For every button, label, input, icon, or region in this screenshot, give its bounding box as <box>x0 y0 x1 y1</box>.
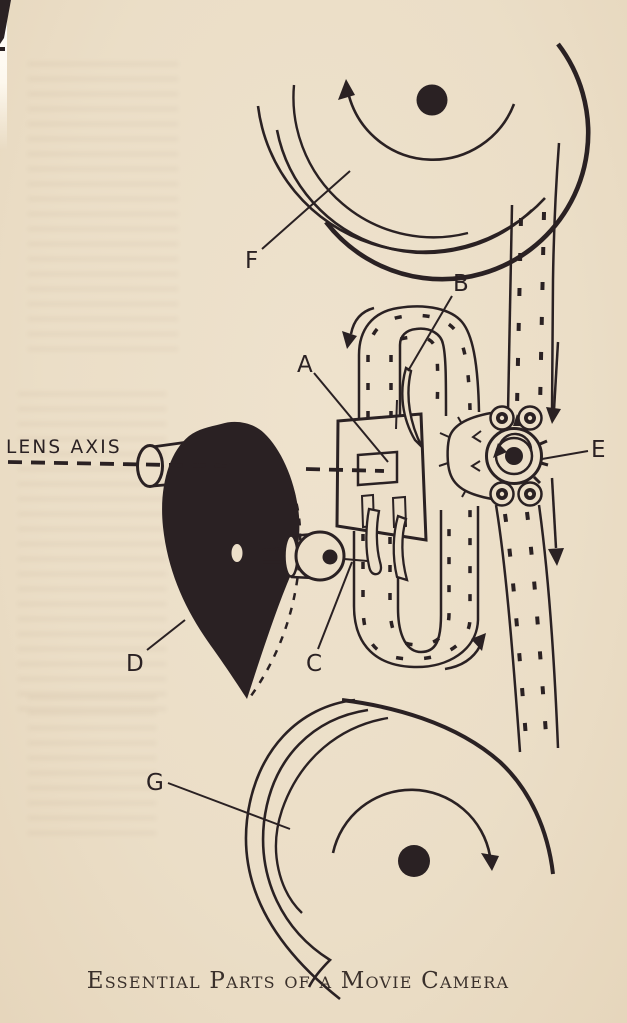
lens-axis-dashed-line <box>305 467 385 473</box>
film-perforations <box>515 217 523 408</box>
lens-axis-dashed-line <box>7 460 227 468</box>
roller-pin <box>527 415 533 421</box>
gate-claw-slot <box>391 495 408 529</box>
film-strip-feed <box>506 142 561 424</box>
film-direction-arrow-curved <box>349 306 375 335</box>
film-gate <box>335 412 428 542</box>
part-label-b: B <box>453 271 469 297</box>
sprocket-rotation-arrow <box>497 432 533 452</box>
label-line-d <box>146 619 186 651</box>
feed-reel-hub <box>416 84 448 116</box>
part-labels: A B C D E F G <box>126 170 606 830</box>
film-edge <box>537 504 560 749</box>
lens-axis: LENS AXIS <box>6 437 385 473</box>
feed-reel <box>256 42 591 282</box>
scan-corner-mark <box>0 0 11 44</box>
feed-reel-film-outer-arc <box>324 42 591 282</box>
part-label-c: C <box>306 651 322 677</box>
figure-caption: Essential Parts of a Movie Camera <box>87 968 509 994</box>
film-edge <box>550 142 561 414</box>
scan-edge-artifact <box>0 0 7 150</box>
part-label-f: F <box>245 248 258 274</box>
film-upper-loop <box>342 305 481 424</box>
claw-hook <box>401 366 424 448</box>
film-edge <box>494 504 522 753</box>
arrowhead <box>546 407 561 424</box>
part-label-e: E <box>591 437 606 463</box>
film-perforations <box>366 313 472 418</box>
shutter-dashed-outline <box>230 426 302 701</box>
gate-plate <box>335 412 428 542</box>
sprocket-hub <box>505 447 523 465</box>
claw-blade <box>365 507 383 576</box>
film-lower-loop <box>352 506 486 671</box>
sprocket-assembly <box>438 405 549 507</box>
arrowhead <box>548 548 564 566</box>
sprocket-tooth <box>461 489 467 498</box>
takeup-reel-arc <box>261 708 369 988</box>
takeup-reel-film-outer-arc <box>341 698 555 875</box>
feed-reel-arc <box>292 84 469 239</box>
cam-pin <box>322 549 338 565</box>
film-direction-arrow-curved <box>444 645 482 671</box>
cam-disc <box>294 530 346 582</box>
roller-pin <box>527 491 533 497</box>
sprocket-rotation-arrowhead <box>493 443 507 458</box>
takeup-reel-rotation-arrow <box>331 788 492 857</box>
sprocket-tooth <box>439 432 450 438</box>
film-edge <box>357 305 481 424</box>
shutter-hub-hole <box>231 544 243 562</box>
film-direction-arrow-down <box>552 341 560 411</box>
shutter-disc <box>162 421 302 701</box>
label-line-a <box>313 372 389 463</box>
part-label-g: G <box>146 770 164 796</box>
feed-reel-arc <box>275 129 533 255</box>
label-line-b <box>407 295 453 372</box>
takeup-reel-arc <box>244 698 356 1001</box>
roller-pin <box>499 491 505 497</box>
lens-axis-label: LENS AXIS <box>6 437 122 458</box>
film-edge <box>506 204 514 413</box>
roller-pin <box>499 415 505 421</box>
film-edge <box>396 510 443 654</box>
film-perforations <box>389 335 440 418</box>
film-perforations <box>388 512 451 647</box>
label-line-e <box>541 450 589 460</box>
film-strip-takeup <box>494 477 564 753</box>
label-line-f <box>261 170 351 250</box>
arrowhead <box>471 633 486 651</box>
label-line-c <box>317 561 353 650</box>
shutter-blade <box>162 421 300 699</box>
pressure-rollers <box>489 405 543 507</box>
feed-reel-arc <box>256 105 546 253</box>
sprocket-tooth <box>532 475 542 485</box>
takeup-reel <box>244 698 555 1001</box>
claw-mechanism <box>262 366 424 582</box>
arrowhead <box>342 331 357 349</box>
takeup-reel-hub <box>398 845 430 877</box>
label-line-g <box>167 782 291 830</box>
claw-hook-edge <box>395 399 398 430</box>
claw-blade <box>392 514 409 582</box>
film-direction-arrow-down <box>550 477 558 549</box>
part-label-a: A <box>297 352 313 378</box>
feed-reel-rotation-arrowhead <box>338 79 355 100</box>
tooth-engagement-chevron <box>470 460 481 472</box>
feed-reel-rotation-arrow <box>347 95 516 162</box>
takeup-reel-rotation-arrowhead <box>481 853 499 871</box>
film-edge <box>398 327 448 424</box>
sprocket-tooth <box>539 439 548 446</box>
scan-tick <box>0 47 5 51</box>
part-label-d: D <box>126 651 144 677</box>
tooth-engagement-chevron <box>471 430 482 443</box>
gate-aperture <box>356 450 399 487</box>
sprocket-tooth <box>457 416 463 425</box>
sprocket-tooth <box>438 462 449 467</box>
sprocket-tooth <box>540 461 549 467</box>
takeup-reel-arc <box>274 716 389 914</box>
